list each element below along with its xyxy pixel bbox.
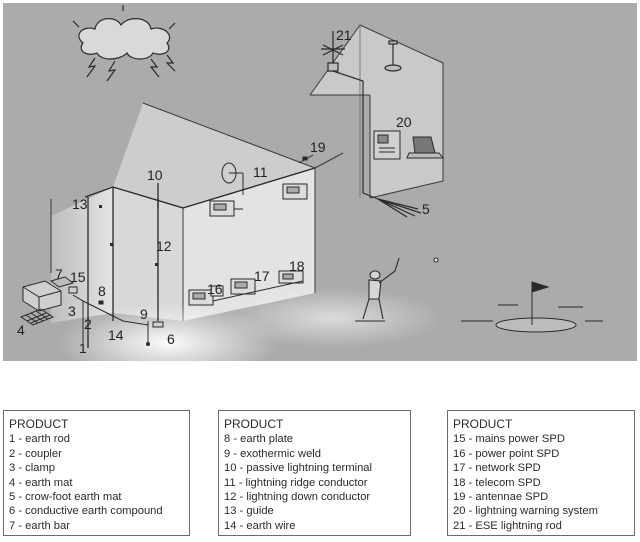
callout-3: 3 [68, 303, 76, 319]
legend-item: 7 - earth bar [9, 519, 70, 532]
callout-19: 19 [310, 139, 326, 155]
spd-devices [188, 183, 308, 306]
legend-item: 13 - guide [224, 505, 274, 518]
callout-13: 13 [72, 196, 88, 212]
callout-10: 10 [147, 167, 163, 183]
callout-9: 9 [140, 306, 148, 322]
legend-item: 4 - earth mat [9, 476, 73, 489]
callout-16: 16 [207, 281, 223, 297]
legend-item: 17 - network SPD [453, 462, 541, 475]
antenna [221, 154, 314, 195]
legend-title: PRODUCT [453, 417, 513, 431]
callout-5: 5 [422, 201, 430, 217]
golf-green [461, 281, 603, 333]
legend-item: 19 - antennae SPD [453, 491, 549, 504]
legend-item: 1 - earth rod [9, 433, 70, 446]
callout-18: 18 [289, 258, 305, 274]
legend-list: 1 - earth rod 2 - coupler 3 - clamp 4 - … [9, 432, 189, 533]
legend-box-1: PRODUCT 1 - earth rod 2 - coupler 3 - cl… [3, 410, 190, 536]
legend-box-3: PRODUCT 15 - mains power SPD 16 - power … [447, 410, 635, 536]
callout-4: 4 [17, 322, 25, 338]
legend-item: 14 - earth wire [224, 519, 296, 532]
callout-2: 2 [84, 316, 92, 332]
legend-item: 5 - crow-foot earth mat [9, 491, 122, 504]
guide-clips [99, 205, 158, 266]
legend-item: 8 - earth plate [224, 433, 294, 446]
legend-title: PRODUCT [224, 417, 284, 431]
legend-item: 6 - conductive earth compound [9, 505, 163, 518]
golfer-icon [355, 257, 439, 322]
ridge-conductor [84, 167, 316, 348]
legend-item: 12 - lightning down conductor [224, 491, 371, 504]
rear-down-conductor [332, 70, 422, 218]
legend-item: 2 - coupler [9, 447, 62, 460]
legend-list: 15 - mains power SPD 16 - power point SP… [453, 432, 634, 533]
earth-mat-icon [19, 308, 55, 326]
legend-item: 9 - exothermic weld [224, 447, 321, 460]
legend-item: 21 - ESE lightning rod [453, 519, 562, 532]
legend-item: 20 - lightning warning system [453, 505, 598, 518]
callout-7: 7 [55, 266, 63, 282]
callout-17: 17 [254, 268, 270, 284]
legend-item: 15 - mains power SPD [453, 433, 565, 446]
ese-lightning-rod [321, 31, 402, 72]
legend-title: PRODUCT [9, 417, 69, 431]
callout-8: 8 [98, 283, 106, 299]
callout-1: 1 [79, 340, 87, 356]
lightning-protection-diagram: 1 2 3 4 5 6 7 8 9 10 11 12 13 14 15 16 1… [3, 3, 637, 361]
callout-12: 12 [156, 238, 172, 254]
legend-item: 11 - lightning ridge conductor [224, 476, 368, 489]
callout-6: 6 [167, 331, 175, 347]
callout-14: 14 [108, 327, 124, 343]
legend-list: 8 - earth plate 9 - exothermic weld 10 -… [224, 432, 410, 533]
callout-15: 15 [70, 269, 86, 285]
legend-item: 18 - telecom SPD [453, 476, 541, 489]
lightning-warning-system [373, 130, 445, 160]
legend-item: 16 - power point SPD [453, 447, 560, 460]
storm-cloud-icon [72, 5, 176, 82]
earthing-system [19, 276, 164, 346]
callout-20: 20 [396, 114, 412, 130]
callout-11: 11 [253, 164, 268, 180]
legend-item: 3 - clamp [9, 462, 56, 475]
legend-item: 10 - passive lightning terminal [224, 462, 372, 475]
callout-21: 21 [336, 27, 352, 43]
legend-box-2: PRODUCT 8 - earth plate 9 - exothermic w… [218, 410, 411, 536]
